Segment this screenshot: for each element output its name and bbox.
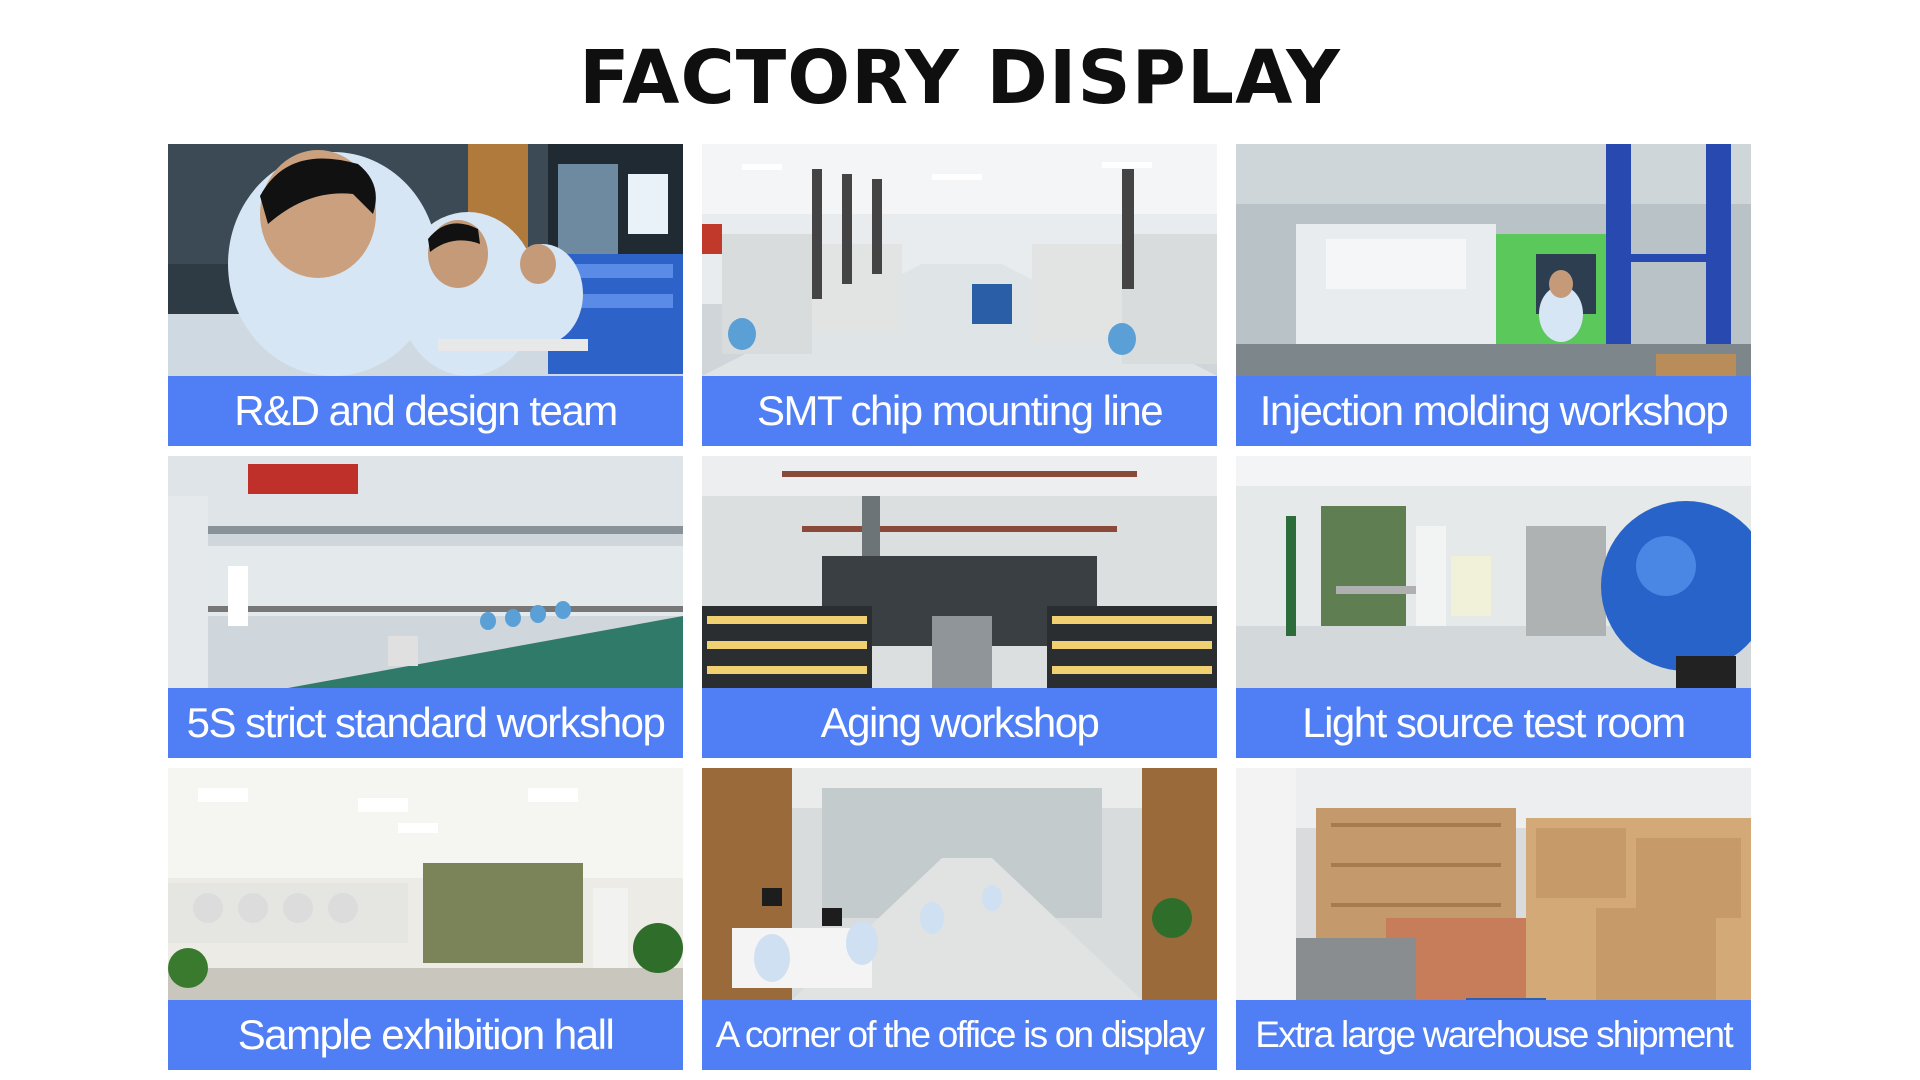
page-title: FACTORY DISPLAY	[579, 35, 1341, 121]
tile-rnd-team: R&D and design team	[168, 144, 683, 446]
light-test-room-photo	[1236, 456, 1751, 688]
tile-injection-molding: Injection molding workshop	[1236, 144, 1751, 446]
tile-5s-workshop: 5S strict standard workshop	[168, 456, 683, 758]
tile-caption: Light source test room	[1236, 688, 1751, 758]
tile-caption: Injection molding workshop	[1236, 376, 1751, 446]
tile-sample-hall: Sample exhibition hall	[168, 768, 683, 1070]
warehouse-photo	[1236, 768, 1751, 1000]
tile-caption: Sample exhibition hall	[168, 1000, 683, 1070]
tile-caption: Aging workshop	[702, 688, 1217, 758]
tile-warehouse: Extra large warehouse shipment	[1236, 768, 1751, 1070]
tile-caption: R&D and design team	[168, 376, 683, 446]
tile-smt-line: SMT chip mounting line	[702, 144, 1217, 446]
sample-hall-photo	[168, 768, 683, 1000]
tile-caption: Extra large warehouse shipment	[1236, 1000, 1751, 1070]
tile-caption: A corner of the office is on display	[702, 1000, 1217, 1070]
rnd-team-photo	[168, 144, 683, 376]
aging-workshop-photo	[702, 456, 1217, 688]
injection-molding-photo	[1236, 144, 1751, 376]
tile-office-corner: A corner of the office is on display	[702, 768, 1217, 1070]
tile-light-test-room: Light source test room	[1236, 456, 1751, 758]
office-corner-photo	[702, 768, 1217, 1000]
factory-photo-grid: R&D and design team	[168, 144, 1752, 1070]
smt-line-photo	[702, 144, 1217, 376]
5s-workshop-photo	[168, 456, 683, 688]
tile-caption: SMT chip mounting line	[702, 376, 1217, 446]
tile-caption: 5S strict standard workshop	[168, 688, 683, 758]
tile-aging-workshop: Aging workshop	[702, 456, 1217, 758]
